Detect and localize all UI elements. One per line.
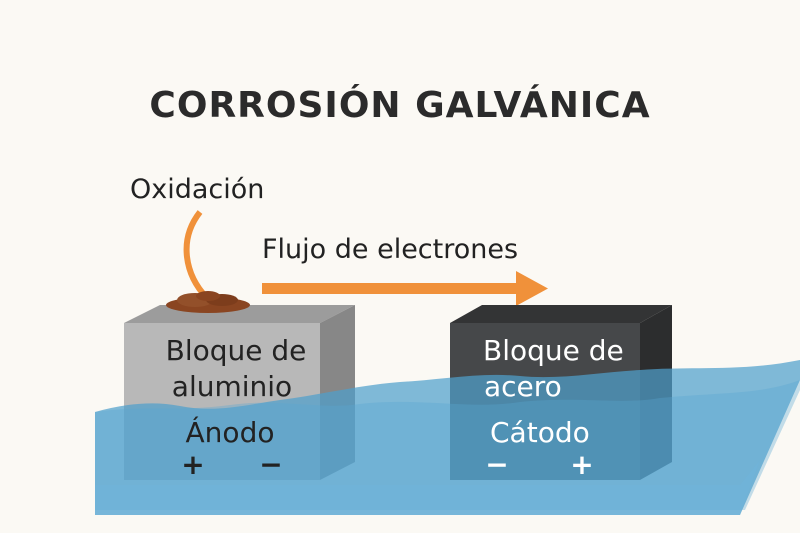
electron-flow-label: Flujo de electrones <box>262 234 518 265</box>
oxidation-pointer-line <box>183 210 210 301</box>
diagram-title: CORROSIÓN GALVÁNICA <box>149 84 650 126</box>
anode-block-line2: aluminio <box>172 370 292 403</box>
anode-label: Ánodo <box>186 415 275 449</box>
cathode-negative-sign: − <box>485 448 508 481</box>
cathode-positive-sign: + <box>570 448 593 481</box>
cathode-block-line1: Bloque de <box>483 334 624 367</box>
electron-flow-arrow <box>262 271 548 306</box>
oxidation-label: Oxidación <box>130 174 264 205</box>
rust-pile <box>166 291 250 313</box>
water-body <box>95 360 800 515</box>
anode-negative-sign: − <box>259 448 282 481</box>
anode-positive-sign: + <box>181 448 204 481</box>
cathode-label: Cátodo <box>490 416 590 449</box>
cathode-block-line2: acero <box>484 370 562 403</box>
anode-block-line1: Bloque de <box>166 334 307 367</box>
